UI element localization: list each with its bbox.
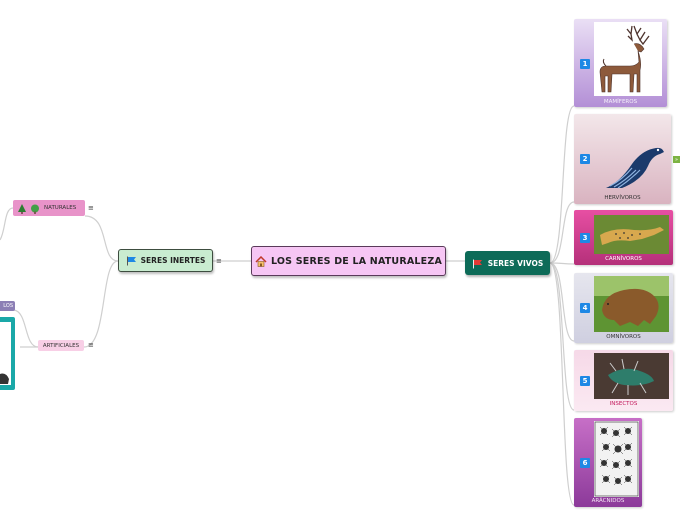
card-number: 5 <box>580 376 590 386</box>
blue-flag-icon <box>126 251 137 270</box>
cheetah-image <box>594 215 669 254</box>
topic-partial-left-label: LOS <box>3 303 13 309</box>
card-number: 3 <box>580 233 590 243</box>
card-hervivoros[interactable]: 2 HERVÍVOROS <box>574 114 671 204</box>
beetle-image <box>594 353 669 399</box>
card-carnivoros[interactable]: 3 CARNÍVOROS <box>574 210 673 265</box>
topic-artificiales[interactable]: ARTIFICIALES <box>38 340 84 351</box>
card-number: 2 <box>580 154 590 164</box>
card-insectos[interactable]: 5 INSECTOS <box>574 350 673 411</box>
central-topic-title: LOS SERES DE LA NATURALEZA <box>270 255 443 267</box>
card-number: 1 <box>580 59 590 69</box>
notes-icon[interactable]: ≡ <box>88 204 94 212</box>
topic-artificiales-label: ARTIFICIALES <box>42 342 80 349</box>
partial-image <box>0 322 11 385</box>
bear-image <box>594 276 669 332</box>
image-card-partial[interactable] <box>0 317 15 390</box>
expand-icon[interactable]: » <box>673 156 680 163</box>
house-icon <box>255 252 267 271</box>
topic-seres-inertes[interactable]: SERES INERTES <box>118 249 213 272</box>
topic-seres-vivos-label: SERES VIVOS <box>487 258 544 268</box>
red-flag-icon <box>472 254 483 273</box>
card-label: ARÁCNIDOS <box>591 498 625 504</box>
notes-icon[interactable]: ≡ <box>88 341 94 349</box>
tree-icon <box>17 199 27 218</box>
card-label: INSECTOS <box>609 401 638 407</box>
card-omnivoros[interactable]: 4 OMNÍVOROS <box>574 273 673 343</box>
topic-seres-inertes-label: SERES INERTES <box>140 256 206 265</box>
deer-image <box>594 22 662 96</box>
spiders-image <box>594 421 639 497</box>
topic-seres-vivos[interactable]: SERES VIVOS <box>465 251 550 275</box>
card-number: 4 <box>580 303 590 313</box>
card-number: 6 <box>580 458 590 468</box>
card-label: OMNÍVOROS <box>606 334 641 340</box>
card-label: MAMÍFEROS <box>603 99 638 105</box>
notes-icon[interactable]: ≡ <box>216 257 222 265</box>
bush-icon <box>30 199 40 218</box>
card-label: HERVÍVOROS <box>604 195 641 201</box>
central-topic[interactable]: LOS SERES DE LA NATURALEZA <box>251 246 446 276</box>
topic-naturales[interactable]: NATURALES <box>13 200 85 216</box>
card-label: CARNÍVOROS <box>605 256 642 262</box>
bird-image <box>602 142 670 192</box>
card-mamiferos[interactable]: 1 MAMÍFEROS <box>574 19 667 107</box>
topic-naturales-label: NATURALES <box>44 205 77 211</box>
topic-partial-left[interactable]: LOS <box>0 301 15 311</box>
card-aracnidos[interactable]: 6 ARÁCNIDOS <box>574 418 642 507</box>
